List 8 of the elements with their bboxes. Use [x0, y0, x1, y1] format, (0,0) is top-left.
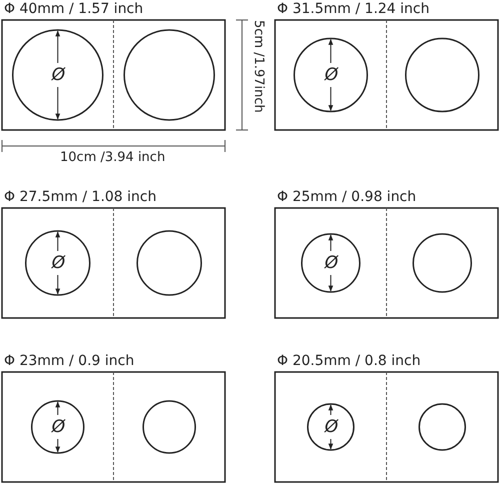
size-label: Φ 20.5mm / 0.8 inch — [277, 353, 421, 369]
dimension-label: 5cm /1.97inch — [250, 20, 266, 113]
size-label: Φ 25mm / 0.98 inch — [277, 189, 416, 205]
size-label: Φ 40mm / 1.57 inch — [4, 1, 144, 17]
dimension-label: 10cm /3.94 inch — [60, 150, 166, 166]
size-label: Φ 31.5mm / 1.24 inch — [277, 1, 430, 17]
size-label: Φ 27.5mm / 1.08 inch — [4, 189, 156, 205]
size-label: Φ 23mm / 0.9 inch — [4, 353, 134, 369]
